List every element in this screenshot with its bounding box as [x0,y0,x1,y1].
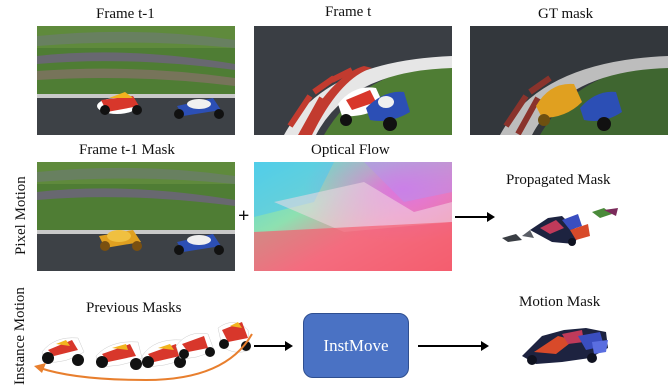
frame-prev-mask-label: Frame t-1 Mask [79,142,175,158]
frame-t-image [254,26,452,135]
frame-prev-mask-image [37,162,235,271]
propagated-mask-label: Propagated Mask [506,172,611,188]
instmove-box: InstMove [303,313,409,378]
optical-flow-label: Optical Flow [311,142,390,158]
arrow-to-propagated [455,212,495,222]
arrow-to-motion-mask [418,341,489,351]
optical-flow-image [254,162,452,271]
previous-masks-image [38,316,254,372]
gt-mask-label: GT mask [538,6,594,22]
frame-prev-label: Frame t-1 [96,6,155,22]
pixel-motion-label: Pixel Motion [13,176,29,255]
frame-t-label: Frame t [325,4,372,20]
arrow-to-instmove [254,341,293,351]
propagated-mask-image [500,200,625,250]
frame-prev-image [37,26,235,135]
motion-mask-image [512,318,616,368]
motion-mask-label: Motion Mask [519,294,601,310]
previous-masks-label: Previous Masks [86,300,182,316]
gt-mask-image [470,26,668,135]
instmove-label: InstMove [323,335,389,355]
feedback-arrow [34,333,253,382]
plus-sign: + [238,205,250,227]
